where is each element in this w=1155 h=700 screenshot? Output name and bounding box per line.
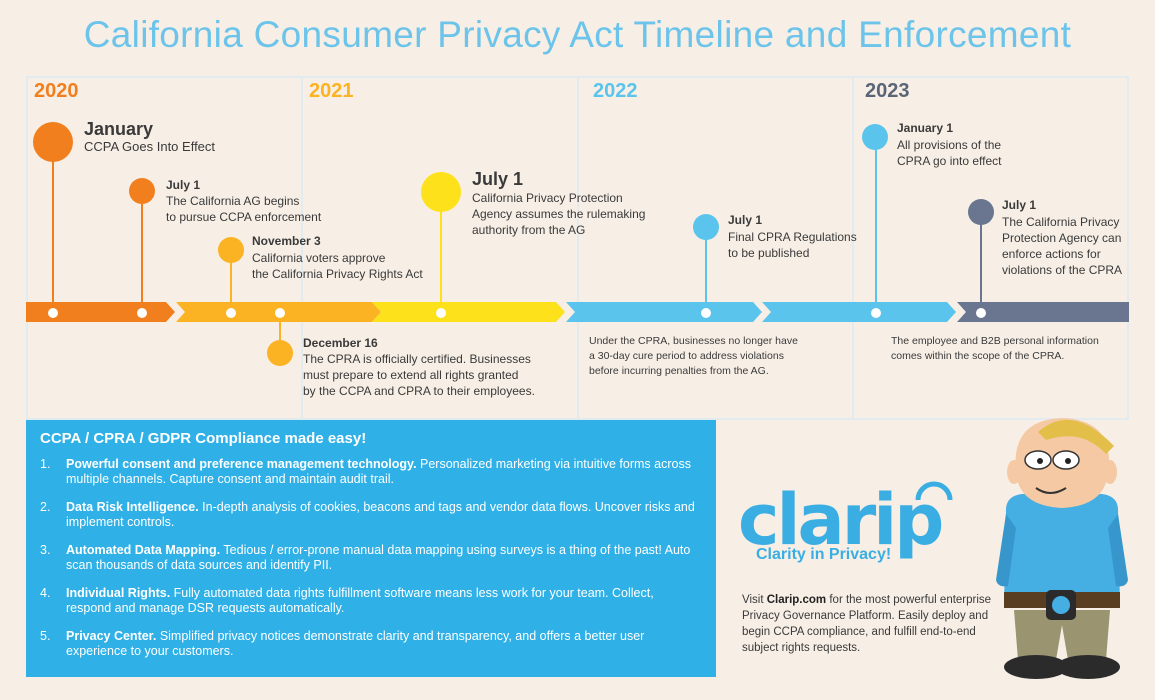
event-marker <box>421 172 461 212</box>
stem <box>141 190 143 312</box>
compliance-heading: CCPA / CPRA / GDPR Compliance made easy! <box>40 430 367 447</box>
stem <box>705 227 707 312</box>
event-jul2021-title: July 1 <box>472 169 524 189</box>
list-item: 2. Data Risk Intelligence. In-depth analy… <box>40 500 702 530</box>
item-text: Personalized marketing via intuitive for… <box>66 457 691 486</box>
event-jul2022-line2: to be published <box>728 246 810 260</box>
list-number: 3. <box>40 543 51 557</box>
event-marker <box>129 178 155 204</box>
event-jul2020-title: July 1 <box>166 178 201 192</box>
year-2021: 2021 <box>309 80 354 102</box>
event-dec2020-line1: The CPRA is officially certified. Busine… <box>303 352 531 366</box>
event-marker <box>968 199 994 225</box>
axis-dot <box>48 308 58 318</box>
list-number: 4. <box>40 586 51 600</box>
axis-dot <box>226 308 236 318</box>
event-nov2020-line1: California voters approve <box>252 251 386 265</box>
event-jul2021-line1: California Privacy Protection <box>472 191 623 205</box>
visit-description: for the most powerful enterprise Privacy… <box>742 594 992 654</box>
list-item: 3. Automated Data Mapping. Tedious / erro… <box>40 543 702 573</box>
axis-dot <box>436 308 446 318</box>
axis-dot <box>137 308 147 318</box>
signal-arc-icon <box>915 481 953 501</box>
event-jan2023-line1: All provisions of the <box>897 138 1002 152</box>
stem <box>230 249 232 312</box>
stem <box>279 312 281 352</box>
event-marker <box>693 214 719 240</box>
visit-text: Visit Clarip.com for the most powerful e… <box>742 592 997 656</box>
list-item: 4. Individual Rights. Fully automated dat… <box>40 586 702 616</box>
stem <box>875 137 877 312</box>
year-2023: 2023 <box>865 80 910 102</box>
list-number: 1. <box>40 457 51 471</box>
clarip-logo: clarip <box>738 479 953 561</box>
event-nov2020-title: November 3 <box>252 234 321 248</box>
event-jan2020-text: CCPA Goes Into Effect <box>84 139 216 154</box>
event-jan2023-line2: CPRA go into effect <box>897 154 1002 168</box>
item-heading: Data Risk Intelligence. <box>66 500 199 514</box>
note-2022-line2: a 30-day cure period to address violatio… <box>589 350 784 362</box>
event-marker <box>267 340 293 366</box>
axis-dot <box>275 308 285 318</box>
event-jul2023-title: July 1 <box>1002 198 1037 212</box>
mascot-icon <box>996 418 1128 679</box>
clarip-link[interactable]: Clarip.com <box>766 594 827 606</box>
column-divider <box>852 76 854 420</box>
list-item: 1. Powerful consent and preference manage… <box>40 457 702 487</box>
list-number: 2. <box>40 500 51 514</box>
stem <box>440 192 442 312</box>
event-jul2023-line1: The California Privacy <box>1002 215 1120 229</box>
event-jul2023-line4: violations of the CPRA <box>1002 263 1123 277</box>
event-dec2020-line3: by the CCPA and CPRA to their employees. <box>303 384 535 398</box>
page-title: California Consumer Privacy Act Timeline… <box>83 14 1072 55</box>
event-jan2023-title: January 1 <box>897 121 954 135</box>
axis-dot <box>976 308 986 318</box>
event-jul2021-line3: authority from the AG <box>472 223 586 237</box>
column-divider <box>301 76 303 420</box>
note-2023-line1: The employee and B2B personal informatio… <box>891 335 1099 347</box>
column-divider <box>577 76 579 420</box>
compliance-list: 1. Powerful consent and preference manage… <box>40 457 702 659</box>
event-nov2020-line2: the California Privacy Rights Act <box>252 267 423 281</box>
item-heading: Powerful consent and preference manageme… <box>66 457 417 471</box>
axis-dot <box>701 308 711 318</box>
note-2023-line2: comes within the scope of the CPRA. <box>891 350 1065 362</box>
year-2020: 2020 <box>34 80 79 102</box>
event-marker <box>862 124 888 150</box>
event-jan2020-title: January <box>84 119 154 139</box>
stem <box>52 142 54 312</box>
list-number: 5. <box>40 629 51 643</box>
item-text: Tedious / error-prone manual data mappin… <box>66 543 691 572</box>
year-2022: 2022 <box>593 80 638 102</box>
item-text: Simplified privacy notices demonstrate c… <box>66 629 645 658</box>
event-jul2023-line3: enforce actions for <box>1002 247 1101 261</box>
event-jul2023-line2: Protection Agency can <box>1002 231 1122 245</box>
event-marker <box>218 237 244 263</box>
event-jul2022-title: July 1 <box>728 213 763 227</box>
item-text: In-depth analysis of cookies, beacons an… <box>66 500 695 529</box>
event-jul2022-line1: Final CPRA Regulations <box>728 230 857 244</box>
logo-wordmark: clarip <box>738 479 944 561</box>
axis-dot <box>871 308 881 318</box>
event-jul2020-line2: to pursue CCPA enforcement <box>166 210 322 224</box>
event-jul2020-line1: The California AG begins <box>166 194 300 208</box>
note-2022-line3: before incurring penalties from the AG. <box>589 365 769 377</box>
item-heading: Privacy Center. <box>66 629 157 643</box>
item-heading: Individual Rights. <box>66 586 171 600</box>
visit-prefix: Visit <box>742 594 767 606</box>
compliance-panel: CCPA / CPRA / GDPR Compliance made easy!… <box>26 420 716 677</box>
event-marker <box>33 122 73 162</box>
stem <box>980 212 982 312</box>
event-dec2020-line2: must prepare to extend all rights grante… <box>303 368 519 382</box>
item-heading: Automated Data Mapping. <box>66 543 221 557</box>
event-dec2020-title: December 16 <box>303 336 378 350</box>
item-text: Fully automated data rights fulfillment … <box>66 586 654 615</box>
list-item: 5. Privacy Center. Simplified privacy not… <box>40 629 702 659</box>
tagline: Clarity in Privacy! <box>756 546 892 563</box>
note-2022-line1: Under the CPRA, businesses no longer hav… <box>589 335 798 347</box>
event-jul2021-line2: Agency assumes the rulemaking <box>472 207 646 221</box>
